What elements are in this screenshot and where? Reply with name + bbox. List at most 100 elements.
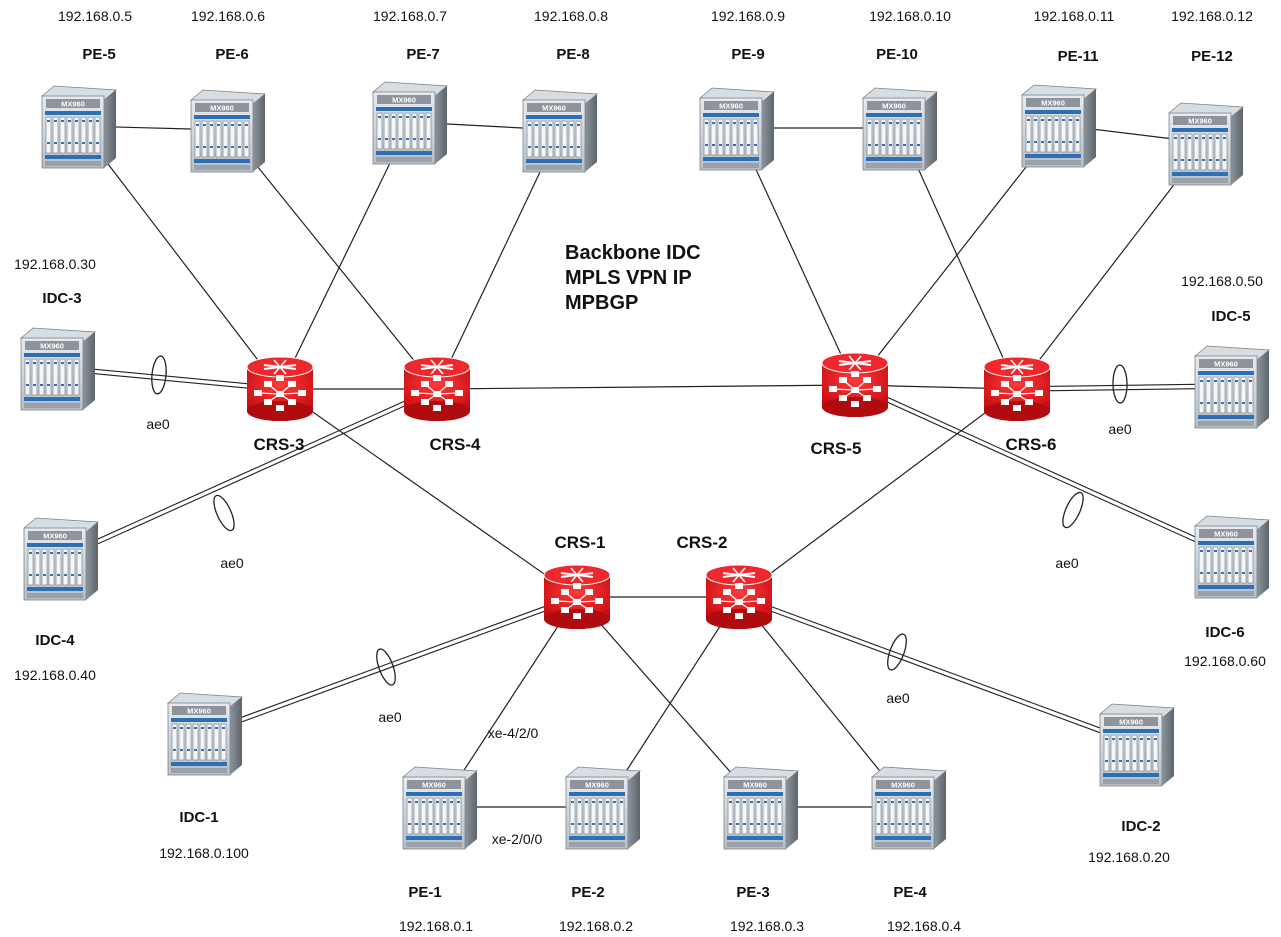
idc1-ip: 192.168.0.100 (159, 845, 249, 861)
crs-router-icon-crs6[interactable] (983, 356, 1051, 421)
link-pe11-crs5 (854, 124, 1060, 386)
ae0-label-idc1: ae0 (378, 709, 402, 725)
mx960-router-icon-idc1[interactable]: MX960 (166, 692, 244, 776)
xe-2-0-0-label: xe-2/0/0 (491, 831, 543, 847)
pe8-name: PE-8 (556, 46, 590, 63)
xe-4-2-0-label: xe-4/2/0 (487, 725, 539, 741)
pe3-name: PE-3 (736, 884, 770, 901)
mx960-router-icon-pe5[interactable]: MX960 (40, 85, 118, 169)
mx960-router-icon-pe12[interactable]: MX960 (1167, 102, 1245, 186)
mx960-router-icon-pe6[interactable]: MX960 (189, 89, 267, 173)
pe9-ip: 192.168.0.9 (711, 8, 785, 24)
pe7-ip: 192.168.0.7 (373, 8, 447, 24)
link-pe7-crs3 (279, 121, 411, 390)
link-crs3-crs1 (279, 388, 578, 598)
pe6-ip: 192.168.0.6 (191, 8, 265, 24)
mx960-router-icon-pe1[interactable]: MX960 (401, 766, 479, 850)
mx960-router-icon-pe4[interactable]: MX960 (870, 766, 948, 850)
pe5-ip: 192.168.0.5 (58, 8, 132, 24)
lag-bundle-oval (1112, 364, 1128, 404)
crs-router-icon-crs4[interactable] (403, 356, 471, 421)
idc3-ip: 192.168.0.30 (14, 256, 96, 272)
link-crs6-crs2 (738, 388, 1018, 598)
mx960-router-icon-pe3[interactable]: MX960 (722, 766, 800, 850)
svg-text:MX960: MX960 (891, 781, 915, 790)
idc4-ip: 192.168.0.40 (14, 667, 96, 683)
pe10-name: PE-10 (876, 46, 918, 63)
mx960-router-icon-pe9[interactable]: MX960 (698, 87, 776, 171)
idc2-ip: 192.168.0.20 (1088, 849, 1170, 865)
pe3-ip: 192.168.0.3 (730, 918, 804, 934)
lag-bundle-oval (213, 494, 235, 532)
lag-bundle-oval (887, 633, 907, 671)
link-pe9-crs5 (736, 127, 856, 386)
idc6-name: IDC-6 (1205, 624, 1245, 641)
svg-text:MX960: MX960 (743, 781, 767, 790)
link-pe8-crs4 (436, 129, 561, 390)
idc1-name: IDC-1 (179, 809, 219, 826)
mx960-router-icon-pe8[interactable]: MX960 (521, 89, 599, 173)
mx960-router-icon-pe7[interactable]: MX960 (371, 81, 449, 165)
ae0-label-idc3: ae0 (146, 416, 170, 432)
title-line-3: MPBGP (565, 292, 639, 314)
pe4-ip: 192.168.0.4 (887, 918, 961, 934)
crs-router-icon-crs5[interactable] (821, 352, 889, 417)
pe12-ip: 192.168.0.12 (1171, 8, 1253, 24)
pe8-ip: 192.168.0.8 (534, 8, 608, 24)
ae0-label-idc2: ae0 (886, 690, 910, 706)
lag-bundle-oval (376, 648, 396, 686)
svg-text:MX960: MX960 (585, 781, 609, 790)
crs5-name: CRS-5 (810, 439, 862, 458)
pe4-name: PE-4 (893, 884, 927, 901)
idc3-name: IDC-3 (42, 290, 82, 307)
mx960-router-icon-pe10[interactable]: MX960 (861, 87, 939, 171)
mx960-router-icon-pe11[interactable]: MX960 (1020, 84, 1098, 168)
pe11-name: PE-11 (1057, 48, 1099, 65)
link-pe10-crs6 (899, 127, 1018, 390)
svg-text:MX960: MX960 (40, 342, 64, 351)
mx960-router-icon-idc6[interactable]: MX960 (1193, 515, 1271, 599)
svg-text:MX960: MX960 (1214, 360, 1238, 369)
crs-router-icon-crs2[interactable] (705, 564, 773, 629)
svg-text:MX960: MX960 (187, 707, 211, 716)
svg-text:MX960: MX960 (1119, 718, 1143, 727)
crs1-name: CRS-1 (554, 533, 606, 552)
svg-text:MX960: MX960 (422, 781, 446, 790)
svg-text:MX960: MX960 (1041, 99, 1065, 108)
ae0-label-idc6: ae0 (1055, 555, 1079, 571)
pe2-ip: 192.168.0.2 (559, 918, 633, 934)
pe1-ip: 192.168.0.1 (399, 918, 473, 934)
link-pe5-crs3 (78, 125, 281, 390)
diagram-title: Backbone IDC MPLS VPN IP MPBGP (565, 241, 701, 316)
link-idc4-crs4 (59, 386, 439, 561)
pe1-name: PE-1 (408, 884, 442, 901)
idc5-ip: 192.168.0.50 (1181, 273, 1263, 289)
crs-router-icon-crs3[interactable] (246, 356, 314, 421)
pe5-name: PE-5 (82, 46, 116, 63)
pe6-name: PE-6 (215, 46, 249, 63)
crs3-name: CRS-3 (253, 435, 305, 454)
svg-text:MX960: MX960 (1214, 530, 1238, 539)
pe11-ip: 192.168.0.11 (1033, 8, 1115, 24)
svg-text:MX960: MX960 (61, 100, 85, 109)
idc2-name: IDC-2 (1121, 818, 1161, 835)
pe10-ip: 192.168.0.10 (869, 8, 951, 24)
pe9-name: PE-9 (731, 46, 765, 63)
mx960-router-icon-idc4[interactable]: MX960 (22, 517, 100, 601)
mx960-router-icon-idc5[interactable]: MX960 (1193, 345, 1271, 429)
crs2-name: CRS-2 (676, 533, 728, 552)
mx960-router-icon-idc3[interactable]: MX960 (19, 327, 97, 411)
lag-bundle-oval (1062, 491, 1084, 529)
title-line-2: MPLS VPN IP (565, 267, 692, 289)
svg-text:MX960: MX960 (1188, 117, 1212, 126)
pe7-name: PE-7 (406, 46, 440, 63)
mx960-router-icon-idc2[interactable]: MX960 (1098, 703, 1176, 787)
crs-router-icon-crs1[interactable] (543, 564, 611, 629)
mx960-router-icon-pe2[interactable]: MX960 (564, 766, 642, 850)
svg-text:MX960: MX960 (43, 532, 67, 541)
pe12-name: PE-12 (1191, 48, 1233, 65)
title-line-1: Backbone IDC (565, 242, 701, 264)
ae0-label-idc5: ae0 (1108, 421, 1132, 437)
